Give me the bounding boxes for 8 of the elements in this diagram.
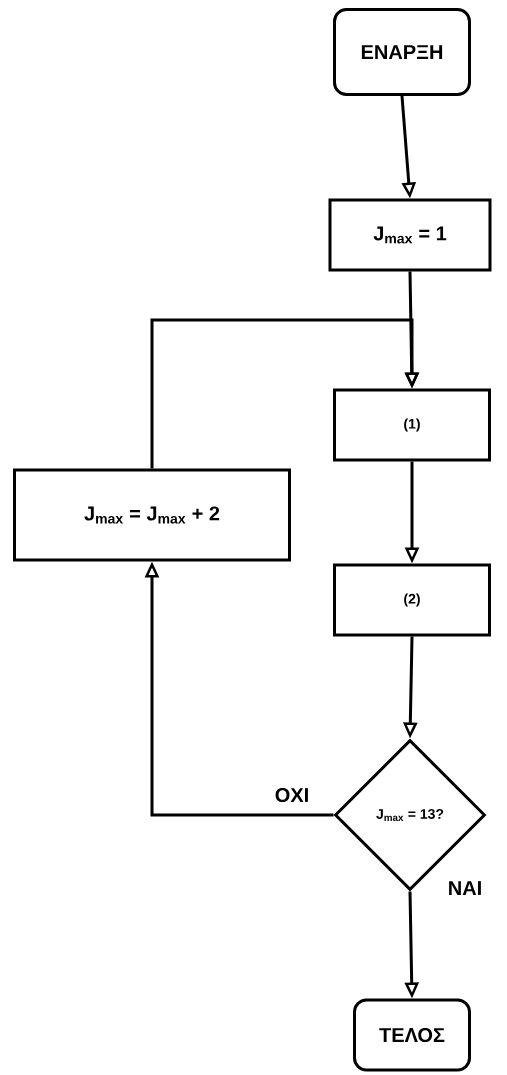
process-box: (2): [333, 563, 491, 637]
terminal-box: ΤΕΛΟΣ: [353, 998, 471, 1072]
process-box: (1): [333, 388, 491, 462]
terminal-box: ΕΝΑΡΞΗ: [333, 8, 471, 96]
edge-label: ΟΧΙ: [273, 786, 311, 804]
arrow: [150, 318, 420, 469]
process-box: J$_{max}$ = J$_{max}$ + 2: [13, 468, 291, 562]
process-box: J$_{max}$ = 1: [328, 198, 492, 272]
